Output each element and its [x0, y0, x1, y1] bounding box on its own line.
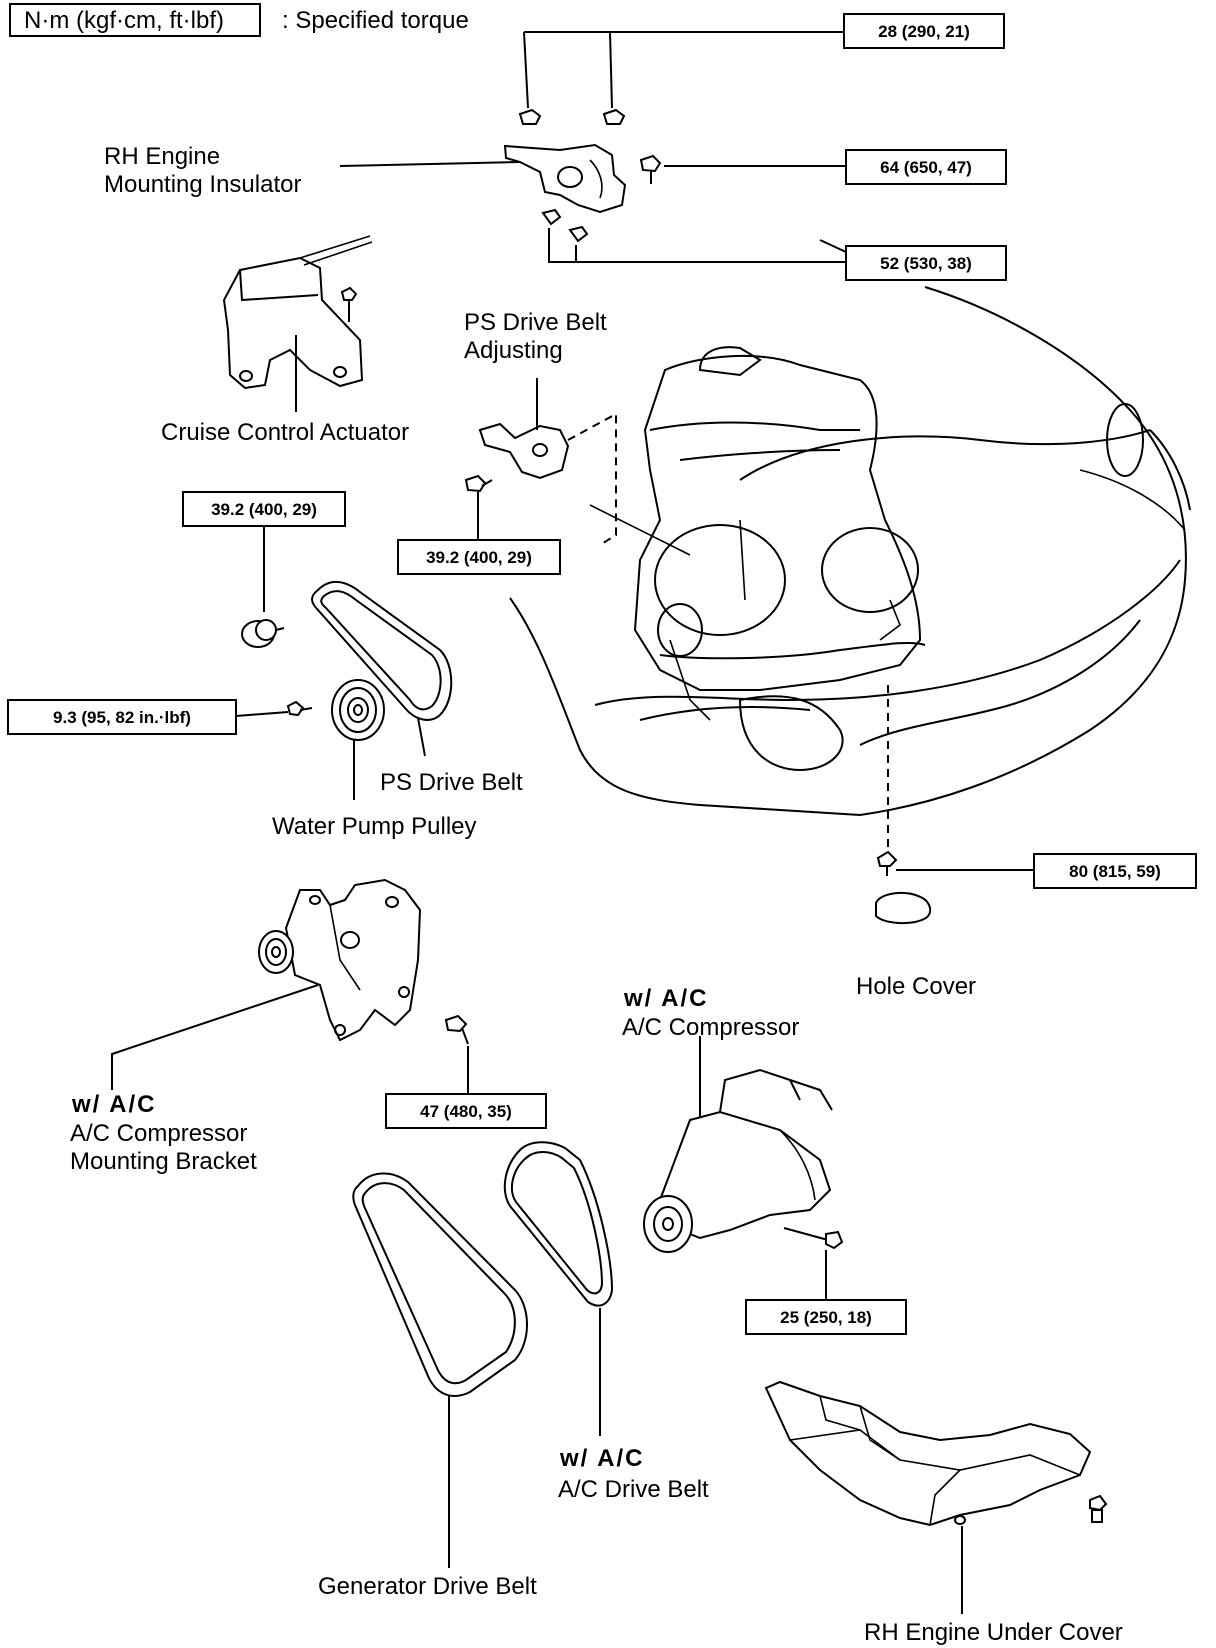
leader-52 [548, 228, 846, 263]
ps-belt-adjusting-bracket [478, 422, 570, 480]
label-ac-compressor: A/C Compressor [622, 1014, 799, 1041]
insulator-upper-bolts [518, 108, 626, 125]
torque-box-64 [845, 149, 1007, 185]
torque-value-28: 28 (290, 21) [878, 22, 970, 41]
cruise-control-actuator [222, 235, 373, 390]
water-pump-bolt [286, 700, 313, 717]
generator-drive-belt [352, 1172, 528, 1397]
leader-rh-mount [339, 161, 521, 167]
torque-box-80 [1033, 853, 1197, 889]
legend-unit-text: N·m (kgf·cm, ft·lbf) [24, 7, 224, 34]
label-ac-compressor-bracket: A/C Compressor [70, 1120, 247, 1147]
compressor-bolt [783, 1227, 844, 1250]
legend-unit-box [9, 3, 261, 37]
label-ps-drive-belt-2: PS Drive Belt [380, 769, 523, 796]
under-cover-bolt [1089, 1494, 1108, 1523]
torque-value-52: 52 (530, 38) [880, 254, 972, 273]
ps-drive-belt [311, 581, 453, 721]
engine-block [589, 346, 926, 721]
label-rh-engine-under-cover: RH Engine Under Cover [864, 1619, 1123, 1646]
torque-box-39-2-a [182, 491, 346, 527]
label-w-ac-bracket: w/ A/C [71, 1091, 156, 1118]
label-mounting-insulator: Mounting Insulator [104, 171, 301, 198]
torque-value-25: 25 (250, 18) [780, 1308, 872, 1327]
label-cruise-control-actuator: Cruise Control Actuator [161, 419, 409, 446]
vehicle-body-outline [509, 286, 1191, 816]
torque-box-9-3 [7, 699, 237, 735]
label-water-pump-pulley: Water Pump Pulley [272, 813, 477, 840]
pulley-bolt [241, 619, 285, 648]
torque-box-52 [845, 245, 1007, 281]
torque-box-39-2-b [397, 539, 561, 575]
torque-box-25 [745, 1299, 907, 1335]
label-ac-drive-belt: A/C Drive Belt [558, 1476, 709, 1503]
label-rh-engine: RH Engine [104, 143, 220, 170]
label-mounting-bracket: Mounting Bracket [70, 1148, 257, 1175]
torque-value-39-2-a: 39.2 (400, 29) [211, 500, 317, 519]
insulator-lower-bolts [541, 208, 589, 243]
torque-value-9-3: 9.3 (95, 82 in.·lbf) [53, 708, 191, 727]
torque-box-28 [843, 13, 1005, 49]
torque-value-64: 64 (650, 47) [880, 158, 972, 177]
label-hole-cover: Hole Cover [856, 973, 976, 1000]
torque-value-80: 80 (815, 59) [1069, 862, 1161, 881]
ps-adjusting-bolt [464, 474, 493, 493]
ac-compressor [643, 1068, 833, 1253]
leader-52-c [819, 239, 847, 253]
torque-box-47 [385, 1093, 547, 1129]
torque-legend: N·m (kgf·cm, ft·lbf) : Specified torque [9, 3, 469, 37]
insulator-side-bolt [639, 154, 662, 184]
label-w-ac-compressor: w/ A/C [623, 985, 708, 1012]
leader-28-right [609, 31, 613, 109]
water-pump-pulley [331, 679, 385, 741]
rh-engine-under-cover [764, 1380, 1092, 1527]
rh-engine-mounting-insulator [503, 143, 627, 214]
leader-28-left [523, 31, 529, 109]
bracket-bolt [444, 1014, 469, 1045]
torque-value-39-2-b: 39.2 (400, 29) [426, 548, 532, 567]
legend-description: : Specified torque [282, 7, 469, 34]
torque-value-47: 47 (480, 35) [420, 1102, 512, 1121]
label-ps-drive-belt: PS Drive Belt [464, 309, 607, 336]
ac-drive-belt [503, 1141, 614, 1307]
leader-9-3 [235, 711, 289, 717]
hole-cover-bolt [876, 850, 898, 876]
label-adjusting: Adjusting [464, 337, 563, 364]
leader-ac-bracket [111, 984, 319, 1090]
label-w-ac-belt: w/ A/C [559, 1445, 644, 1472]
hole-cover [875, 891, 932, 924]
leader-ps-belt [417, 717, 426, 757]
label-generator-drive-belt: Generator Drive Belt [318, 1573, 537, 1600]
ac-compressor-mounting-bracket [258, 878, 422, 1042]
